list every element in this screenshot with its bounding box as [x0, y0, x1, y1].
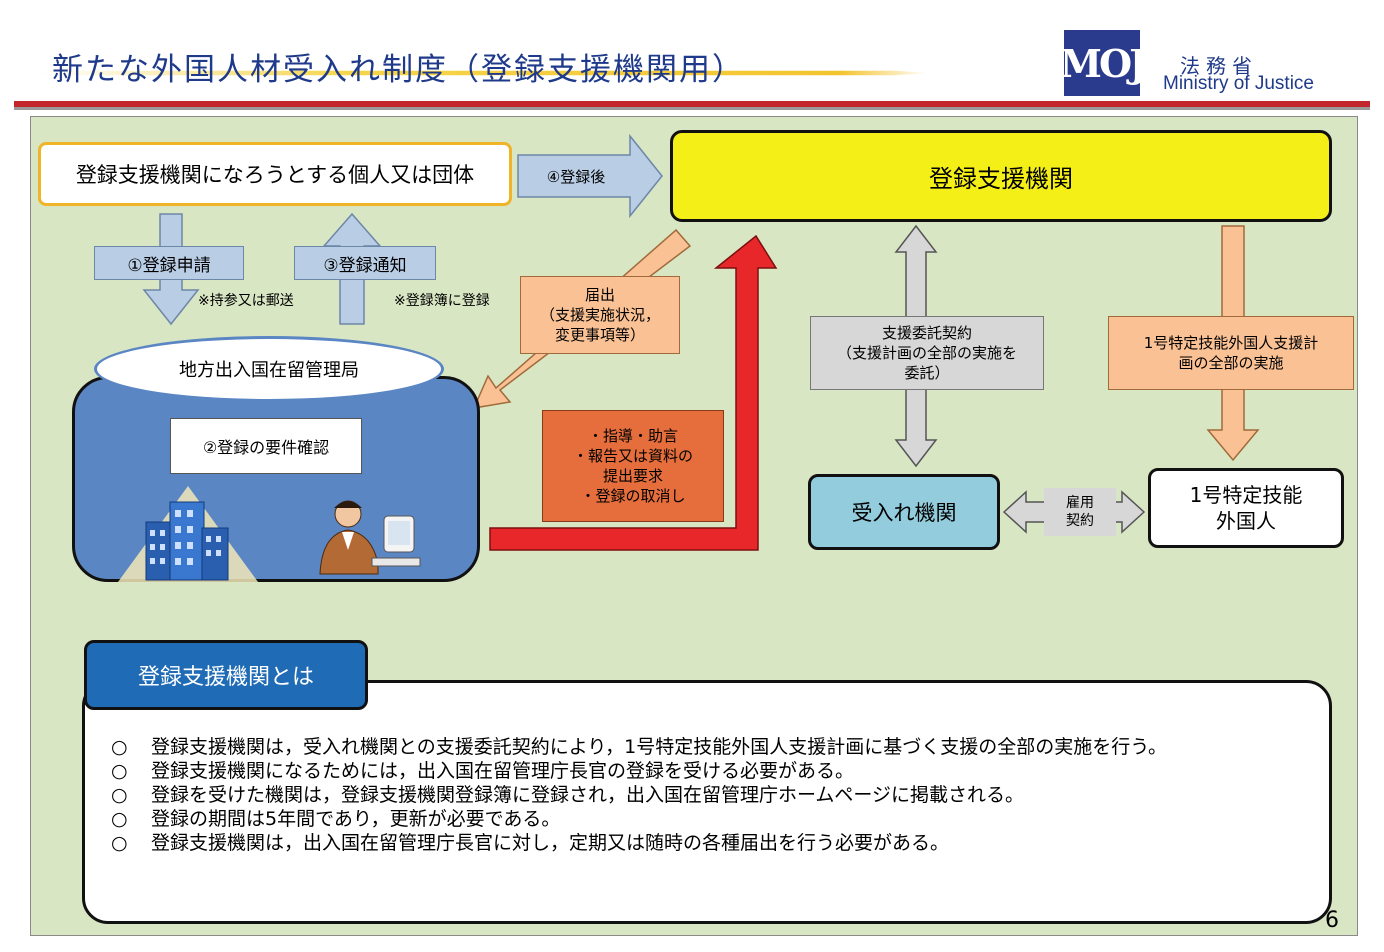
ministry-name-en: Ministry of Justice — [1163, 73, 1314, 94]
about-item: ○ 登録支援機関になるためには，出入国在留管理庁長官の登録を受ける必要がある。 — [111, 759, 1305, 783]
office-building-icon — [118, 486, 258, 582]
foreigner-line-1: 1号特定技能 — [1189, 483, 1303, 507]
bullet-circle-icon: ○ — [111, 832, 128, 854]
about-item: ○ 登録の期間は5年間であり，更新が必要である。 — [111, 807, 1305, 831]
notification-label: ③登録通知 — [294, 246, 436, 280]
about-item-text: 登録の期間は5年間であり，更新が必要である。 — [151, 808, 561, 830]
moj-logo: MOJ — [1060, 30, 1147, 96]
immigration-bureau-label: 地方出入国在留管理局 — [94, 336, 444, 402]
guidance-line-3: 提出要求 — [602, 467, 663, 485]
guidance-line-2: ・報告又は資料の — [572, 447, 693, 465]
after-registration-label: ④登録後 — [546, 167, 606, 186]
contract-line-1: 支援委託契約 — [881, 324, 972, 342]
employment-contract-label: 雇用 契約 — [1044, 488, 1116, 536]
about-heading-tab: 登録支援機関とは — [84, 640, 368, 710]
contract-line-3: 委託） — [904, 364, 950, 382]
about-section: ○ 登録支援機関は，受入れ機関との支援委託契約により，1号特定技能外国人支援計画… — [82, 680, 1332, 924]
plan-line-2: 画の全部の実施 — [1178, 354, 1284, 372]
guidance-box: ・指導・助言 ・報告又は資料の 提出要求 ・登録の取消し — [542, 410, 724, 522]
employment-line-2: 契約 — [1066, 513, 1094, 529]
logo-text: MOJ — [1059, 40, 1147, 86]
bullet-circle-icon: ○ — [111, 808, 128, 830]
about-item: ○ 登録支援機関は，出入国在留管理庁長官に対し，定期又は随時の各種届出を行う必要… — [111, 831, 1305, 855]
foreign-worker-box: 1号特定技能 外国人 — [1148, 468, 1344, 548]
page-number: 6 — [1325, 908, 1339, 933]
report-line-3: 変更事項等） — [554, 326, 645, 344]
bullet-circle-icon: ○ — [111, 736, 128, 758]
bullet-circle-icon: ○ — [111, 760, 128, 782]
plan-line-1: 1号特定技能外国人支援計 — [1143, 334, 1319, 352]
applicant-box: 登録支援機関になろうとする個人又は団体 — [38, 142, 512, 206]
arrow-after-registration — [517, 133, 663, 219]
contract-line-2: （支援計画の全部の実施を — [836, 344, 1017, 362]
about-item: ○ 登録支援機関は，受入れ機関との支援委託契約により，1号特定技能外国人支援計画… — [111, 735, 1305, 759]
employment-line-1: 雇用 — [1066, 495, 1094, 511]
report-box: 届出 （支援実施状況， 変更事項等） — [520, 276, 680, 354]
bullet-circle-icon: ○ — [111, 784, 128, 806]
arrow-guidance — [489, 234, 778, 551]
officer-at-computer-icon — [319, 500, 421, 575]
notification-note: ※登録簿に登録 — [394, 293, 490, 309]
about-item-text: 登録を受けた機関は，登録支援機関登録簿に登録され，出入国在留管理庁ホームページに… — [151, 784, 1025, 806]
header-divider — [14, 101, 1370, 107]
application-note: ※持参又は郵送 — [198, 293, 294, 309]
about-item: ○ 登録を受けた機関は，登録支援機関登録簿に登録され，出入国在留管理庁ホームペー… — [111, 783, 1305, 807]
page-title: 新たな外国人材受入れ制度（登録支援機関用） — [52, 52, 745, 88]
requirement-check-box: ②登録の要件確認 — [170, 418, 362, 474]
report-line-1: 届出 — [584, 286, 615, 304]
guidance-line-4: ・登録の取消し — [580, 487, 686, 505]
guidance-line-1: ・指導・助言 — [587, 427, 678, 445]
receiving-organization-box: 受入れ機関 — [808, 474, 1000, 550]
about-item-text: 登録支援機関は，受入れ機関との支援委託契約により，1号特定技能外国人支援計画に基… — [151, 736, 1168, 758]
ministry-name-jp: 法務省 — [1180, 54, 1258, 78]
header-divider-shadow — [14, 107, 1370, 110]
application-label: ①登録申請 — [94, 246, 244, 280]
registered-support-agency-box: 登録支援機関 — [670, 130, 1332, 222]
foreigner-line-2: 外国人 — [1215, 509, 1276, 533]
support-plan-box: 1号特定技能外国人支援計 画の全部の実施 — [1108, 316, 1354, 390]
about-item-text: 登録支援機関は，出入国在留管理庁長官に対し，定期又は随時の各種届出を行う必要があ… — [151, 832, 950, 854]
support-contract-box: 支援委託契約 （支援計画の全部の実施を 委託） — [810, 316, 1044, 390]
title-underline — [40, 70, 930, 76]
about-item-text: 登録支援機関になるためには，出入国在留管理庁長官の登録を受ける必要がある。 — [151, 760, 855, 782]
report-line-2: （支援実施状況， — [539, 306, 660, 324]
